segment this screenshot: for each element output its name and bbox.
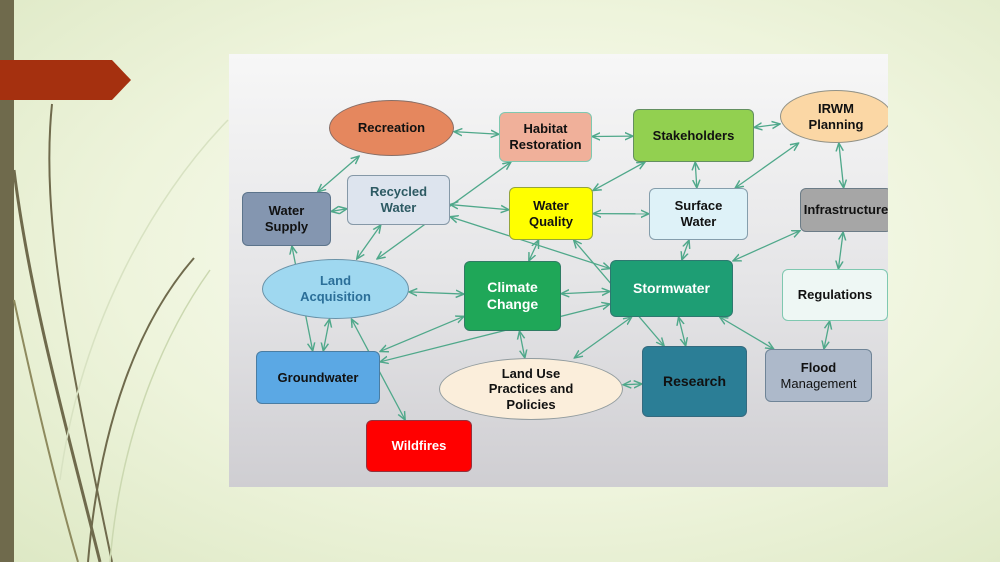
edge-recycled-water-land-acquisition: [357, 225, 381, 259]
node-label: Recreation: [357, 120, 426, 136]
node-land-acquisition: Land Acquisition: [262, 259, 409, 319]
node-label: Habitat Restoration: [509, 121, 582, 152]
node-label: Research: [662, 373, 727, 390]
node-stakeholders: Stakeholders: [633, 109, 754, 162]
slide-left-bar: [0, 0, 14, 562]
node-water-quality: Water Quality: [509, 187, 593, 240]
node-label: Recycled Water: [369, 184, 428, 215]
edge-irwm-planning-infrastructure: [839, 143, 844, 188]
node-label: Climate Change: [486, 279, 539, 312]
node-irwm-planning: IRWM Planning: [780, 90, 888, 143]
node-research: Research: [642, 346, 747, 417]
accent-tab-shape: [0, 60, 131, 100]
node-label: Infrastructure: [803, 202, 888, 218]
node-label: Regulations: [797, 287, 873, 303]
node-infrastructure: Infrastructure: [800, 188, 888, 232]
edge-stormwater-land-use: [574, 317, 631, 358]
edge-water-quality-climate-change: [529, 240, 539, 261]
node-water-supply: Water Supply: [242, 192, 331, 246]
edge-infrastructure-stormwater: [733, 231, 800, 261]
edge-stormwater-flood-management: [720, 317, 774, 349]
edge-stakeholders-surface-water: [695, 162, 697, 188]
edge-surface-water-stormwater: [682, 240, 689, 260]
edge-irwm-planning-surface-water: [735, 143, 798, 188]
node-label: Wildfires: [391, 438, 447, 454]
node-label: Land Acquisition: [300, 273, 371, 304]
edge-climate-change-land-use: [519, 331, 524, 358]
edge-stakeholders-water-quality: [593, 162, 645, 191]
node-land-use: Land Use Practices and Policies: [439, 358, 623, 420]
node-label: Water Quality: [528, 197, 574, 229]
node-recreation: Recreation: [329, 100, 454, 156]
node-flood-management: Flood Management: [765, 349, 872, 402]
node-label: Water Supply: [264, 203, 309, 234]
node-groundwater: Groundwater: [256, 351, 380, 404]
node-label: Surface Water: [674, 198, 723, 229]
edge-recreation-water-supply: [318, 156, 360, 192]
edge-stakeholders-irwm-planning: [754, 124, 780, 127]
node-habitat-restoration: Habitat Restoration: [499, 112, 592, 162]
edge-water-supply-recycled-water: [331, 209, 347, 212]
node-label: IRWM Planning: [808, 100, 864, 132]
node-label: Stakeholders: [652, 127, 735, 143]
edge-recreation-habitat-restoration: [454, 132, 499, 135]
node-wildfires: Wildfires: [366, 420, 472, 472]
node-regulations: Regulations: [782, 269, 888, 321]
node-surface-water: Surface Water: [649, 188, 748, 240]
node-label: Land Use Practices and Policies: [488, 365, 574, 412]
edge-stormwater-research: [679, 317, 686, 346]
diagram-panel: Recreation Habitat Restoration Stakeholder…: [229, 54, 888, 487]
node-recycled-water: Recycled Water: [347, 175, 450, 225]
edge-land-acquisition-groundwater: [323, 319, 329, 351]
edge-climate-change-stormwater: [561, 291, 610, 293]
edge-land-acquisition-climate-change: [409, 292, 464, 294]
node-label: Flood Management: [780, 359, 857, 391]
edge-climate-change-groundwater: [380, 316, 464, 351]
node-label: Stormwater: [632, 280, 711, 297]
edge-recycled-water-water-quality: [450, 205, 509, 210]
node-climate-change: Climate Change: [464, 261, 561, 331]
node-label: Groundwater: [277, 369, 359, 385]
decorative-swoosh: [12, 103, 229, 562]
edge-stormwater-groundwater: [380, 304, 610, 362]
edge-flood-management-regulations: [824, 321, 830, 349]
edge-research-land-use: [623, 384, 642, 385]
node-stormwater: Stormwater: [610, 260, 733, 317]
edge-regulations-infrastructure: [838, 232, 843, 269]
